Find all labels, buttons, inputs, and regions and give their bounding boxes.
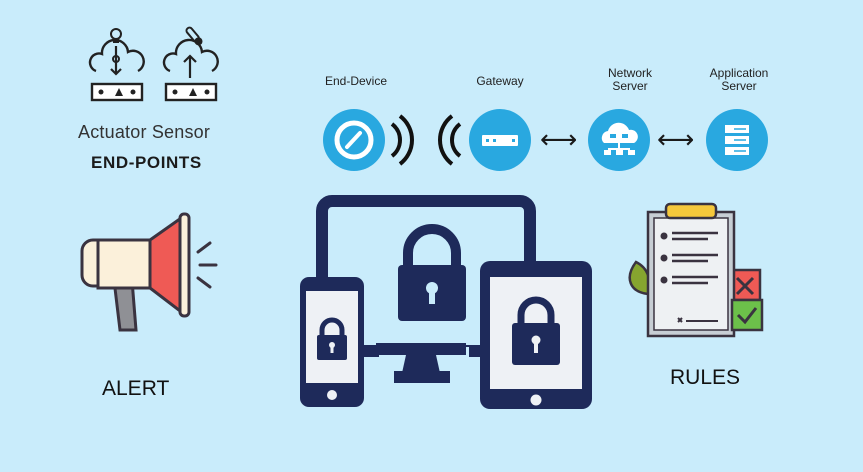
endpoints-title: END-POINTS — [91, 153, 202, 172]
network-server-label: Network Server — [607, 66, 652, 93]
application-server-node — [706, 109, 768, 171]
secure-devices-illustration — [300, 195, 592, 409]
megaphone-icon — [80, 212, 218, 332]
cloud-network-icon — [601, 122, 638, 155]
actuator-icon — [88, 28, 145, 102]
phone-lock-icon — [317, 317, 347, 360]
application-server-label: Application Server — [709, 66, 769, 93]
gateway-label: Gateway — [476, 74, 524, 88]
arrow-network-application: ⟷ — [657, 125, 695, 155]
router-icon — [482, 135, 518, 146]
alert-label: ALERT — [102, 377, 170, 400]
network-server-node — [588, 109, 650, 171]
gateway-node — [469, 109, 531, 171]
server-rack-icon — [725, 125, 749, 155]
endpoint-device-labels: Actuator Sensor — [78, 122, 211, 142]
signal-waves-icon — [390, 114, 414, 166]
sensor-icon — [162, 26, 219, 102]
end-device-label: End-Device — [324, 74, 388, 88]
rules-label: RULES — [670, 366, 741, 389]
gateway-signal-icon — [438, 114, 462, 166]
gauge-icon — [334, 120, 374, 160]
arrow-gateway-network: ⟷ — [540, 125, 578, 155]
end-device-node — [323, 109, 385, 171]
monitor-lock-icon — [398, 224, 466, 321]
rules-clipboard-icon — [628, 202, 764, 338]
tablet-lock-icon — [512, 296, 560, 365]
